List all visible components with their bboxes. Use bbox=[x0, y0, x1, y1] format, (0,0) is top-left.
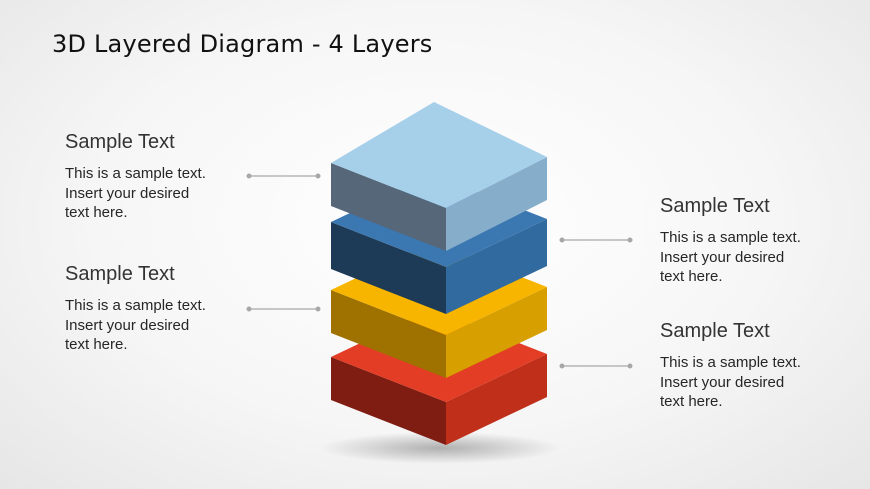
callout-body-line: Insert your desired bbox=[65, 184, 190, 202]
callout-body-line: text here. bbox=[65, 204, 128, 221]
connector-right-bottom bbox=[559, 363, 633, 369]
callout-right-bottom: Sample Text This is a sample text. Inser… bbox=[660, 320, 840, 412]
diagram-title: 3D Layered Diagram - 4 Layers bbox=[52, 30, 433, 58]
callout-body-line: Insert your desired bbox=[65, 316, 190, 334]
callout-body-line: This is a sample text. bbox=[660, 229, 801, 246]
layer-3-left-face bbox=[331, 290, 446, 378]
callout-body-line: This is a sample text. bbox=[65, 165, 206, 182]
connector-left-bottom bbox=[246, 306, 321, 312]
layer-3-right-face bbox=[446, 287, 547, 378]
layer-1-top-face bbox=[331, 102, 547, 208]
callout-right-top: Sample Text This is a sample text. Inser… bbox=[660, 195, 840, 287]
callout-body-line: This is a sample text. bbox=[660, 354, 801, 371]
callout-body-line: text here. bbox=[660, 268, 723, 285]
callout-body-line: This is a sample text. bbox=[65, 297, 206, 314]
connector-left-top bbox=[246, 173, 321, 179]
layer-4-right-face bbox=[446, 354, 547, 445]
callout-heading: Sample Text bbox=[660, 320, 770, 342]
callout-left-top: Sample Text This is a sample text. Inser… bbox=[65, 131, 245, 223]
callout-body: This is a sample text. Insert your desir… bbox=[65, 164, 245, 223]
layer-2-right-face bbox=[446, 219, 547, 314]
callout-body-line: text here. bbox=[660, 393, 723, 410]
layer-1-right-face bbox=[446, 157, 547, 251]
callout-body: This is a sample text. Insert your desir… bbox=[660, 353, 840, 412]
callout-heading: Sample Text bbox=[65, 263, 175, 285]
callout-heading: Sample Text bbox=[660, 195, 770, 217]
callout-left-bottom: Sample Text This is a sample text. Inser… bbox=[65, 263, 245, 355]
layer-2-left-face bbox=[331, 222, 446, 314]
connector-right-top bbox=[559, 237, 633, 243]
callout-body: This is a sample text. Insert your desir… bbox=[660, 228, 840, 287]
callout-body-line: Insert your desired bbox=[660, 248, 785, 266]
layer-4-left-face bbox=[331, 357, 446, 445]
callout-body-line: text here. bbox=[65, 336, 128, 353]
layer-1 bbox=[331, 102, 547, 251]
layer-1-left-face bbox=[331, 163, 446, 251]
callout-body: This is a sample text. Insert your desir… bbox=[65, 296, 245, 355]
stack-shadow bbox=[320, 432, 560, 464]
callout-body-line: Insert your desired bbox=[660, 373, 785, 391]
callout-heading: Sample Text bbox=[65, 131, 175, 153]
